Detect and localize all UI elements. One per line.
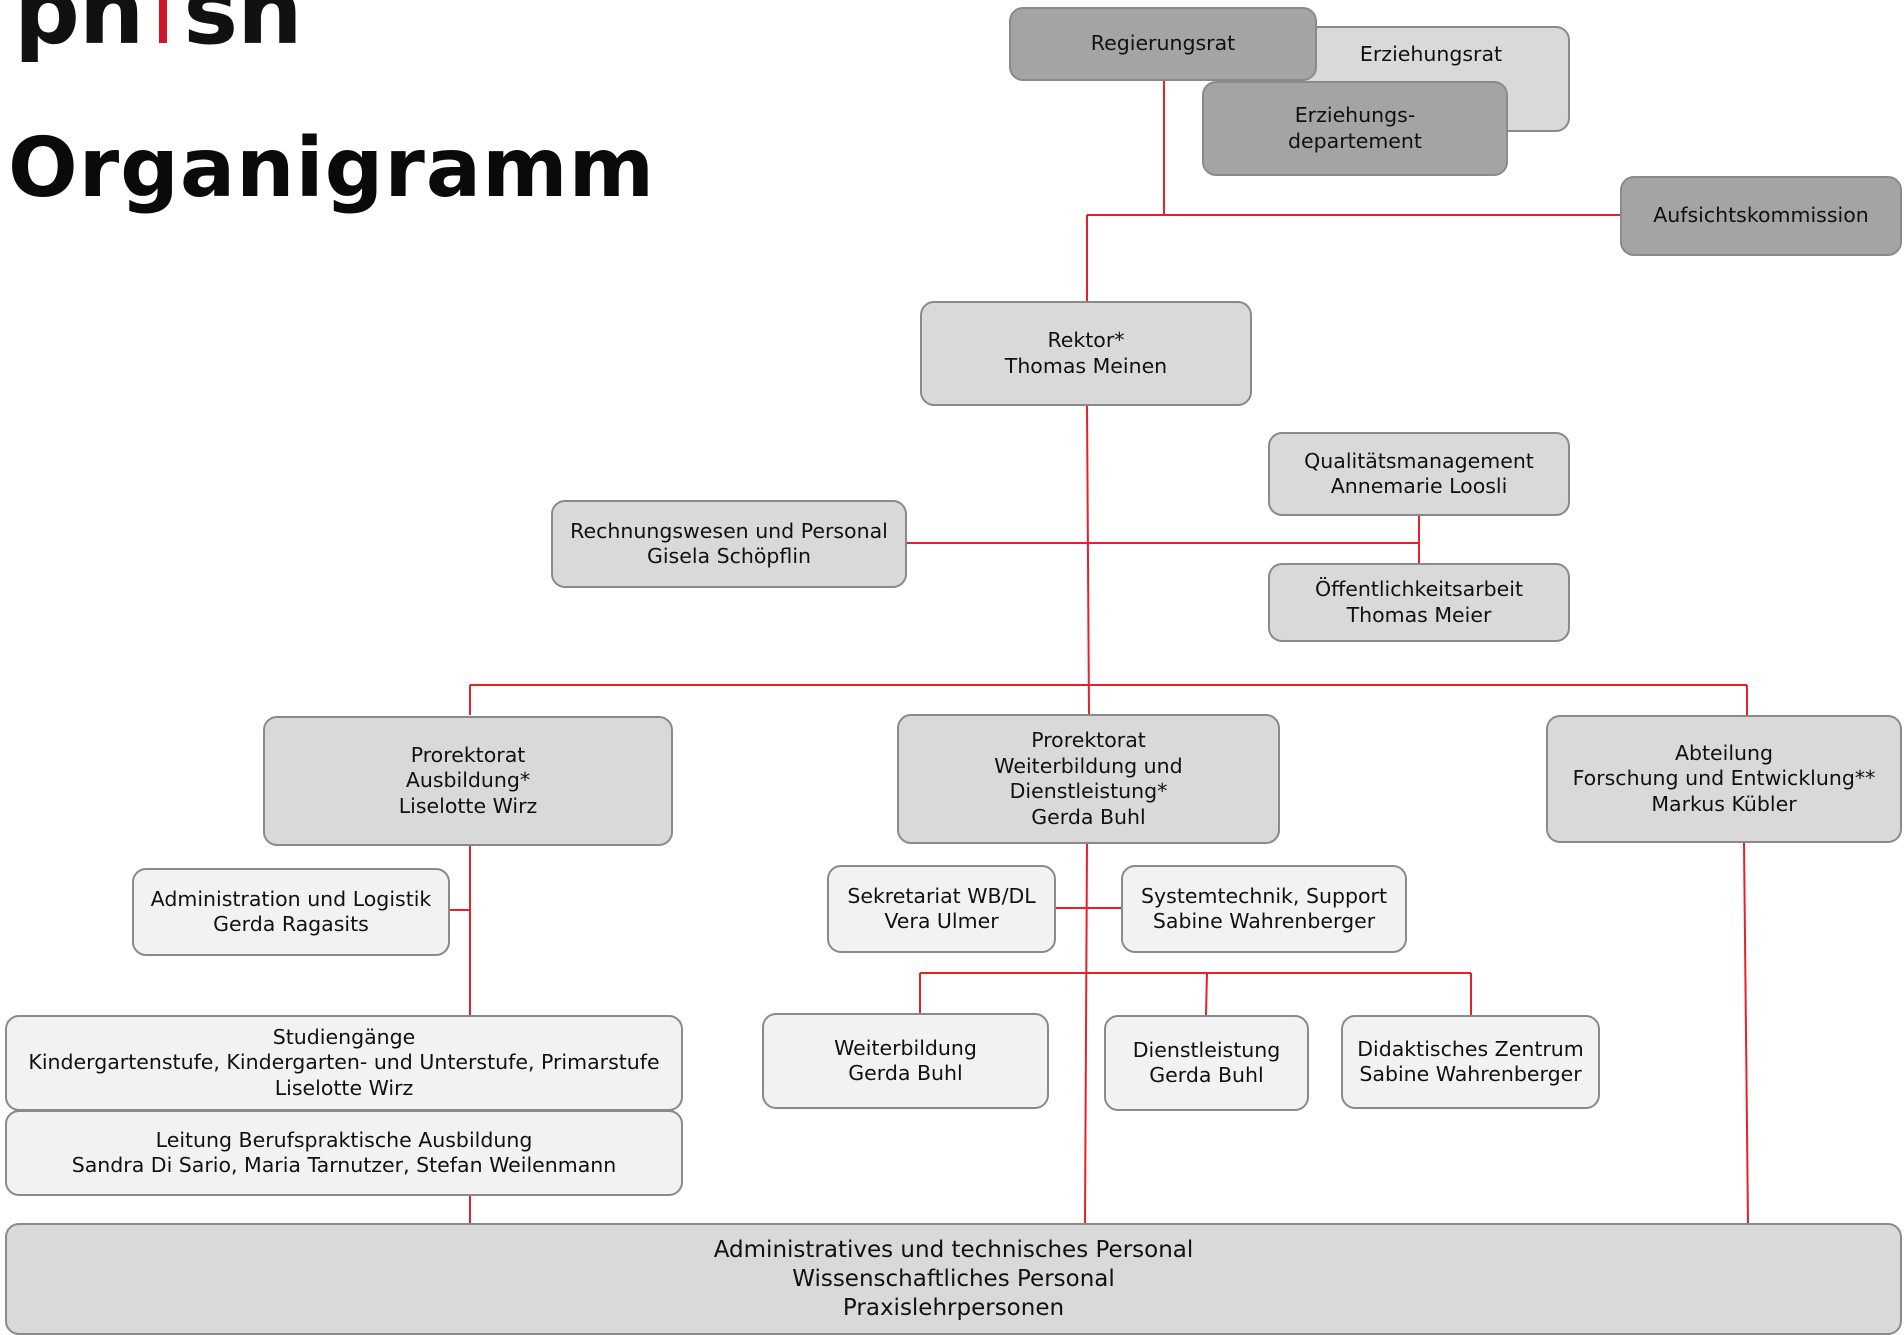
- erziehungsdepartement-line-1: Erziehungs-: [1294, 103, 1416, 127]
- berufspraktische-line-1: Leitung Berufspraktische Ausbildung: [155, 1127, 533, 1152]
- node-weiterbildung: Weiterbildung Gerda Buhl: [762, 1013, 1049, 1109]
- rektor-line-1: Rektor*: [1047, 328, 1125, 352]
- node-qualitaetsmanagement: Qualitätsmanagement Annemarie Loosli: [1268, 432, 1570, 516]
- node-administration-logistik: Administration und Logistik Gerda Ragasi…: [132, 868, 450, 956]
- oeffentlichkeit-line-1: Öffentlichkeitsarbeit: [1314, 577, 1524, 601]
- systemtechnik-line-1: Systemtechnik, Support: [1141, 883, 1387, 908]
- personal-line-3: Praxislehrpersonen: [842, 1294, 1065, 1321]
- node-regierungsrat: Regierungsrat: [1009, 7, 1317, 81]
- prorektorat-weiterbildung-line-2: Weiterbildung und: [994, 753, 1183, 778]
- node-personal: Administratives und technisches Personal…: [5, 1223, 1902, 1335]
- node-rektor: Rektor* Thomas Meinen: [920, 301, 1252, 406]
- regierungsrat-label: Regierungsrat: [1090, 31, 1236, 56]
- abteilung-forschung-line-3: Markus Kübler: [1651, 791, 1797, 816]
- sekretariat-line-2: Vera Ulmer: [884, 909, 999, 933]
- studiengaenge-line-2: Kindergartenstufe, Kindergarten- und Unt…: [28, 1050, 660, 1075]
- abteilung-forschung-line-1: Abteilung: [1674, 740, 1774, 765]
- prorektorat-ausbildung-line-1: Prorektorat: [410, 742, 526, 767]
- qualitaet-line-1: Qualitätsmanagement: [1304, 448, 1534, 473]
- node-dienstleistung: Dienstleistung Gerda Buhl: [1104, 1015, 1309, 1111]
- connector-rektor-trunk: [1086, 404, 1090, 716]
- personal-line-1: Administratives und technisches Personal: [713, 1236, 1194, 1263]
- studiengaenge-line-3: Liselotte Wirz: [274, 1075, 414, 1100]
- dienstleistung-line-1: Dienstleistung: [1132, 1037, 1281, 1062]
- studiengaenge-line-1: Studiengänge: [272, 1024, 416, 1049]
- prorektorat-ausbildung-line-2: Ausbildung*: [405, 768, 531, 793]
- prorektorat-weiterbildung-line-3: Dienstleistung*: [1009, 779, 1168, 803]
- rektor-line-2: Thomas Meinen: [1004, 353, 1168, 378]
- dienstleistung-line-2: Gerda Buhl: [1149, 1063, 1264, 1087]
- page-title: Organigramm: [8, 121, 656, 216]
- node-sekretariat: Sekretariat WB/DL Vera Ulmer: [827, 865, 1056, 953]
- node-studiengaenge: Studiengänge Kindergartenstufe, Kinderga…: [5, 1015, 683, 1111]
- didaktisches-zentrum-line-2: Sabine Wahrenberger: [1359, 1062, 1582, 1086]
- weiterbildung-line-2: Gerda Buhl: [848, 1061, 963, 1085]
- node-oeffentlichkeitsarbeit: Öffentlichkeitsarbeit Thomas Meier: [1268, 563, 1570, 642]
- prorektorat-weiterbildung-line-1: Prorektorat: [1031, 728, 1146, 752]
- administration-line-1: Administration und Logistik: [150, 886, 432, 911]
- rechnungswesen-line-2: Gisela Schöpflin: [646, 544, 812, 568]
- node-erziehungsdepartement: Erziehungs- departement: [1202, 81, 1508, 176]
- rechnungswesen-line-1: Rechnungswesen und Personal: [570, 518, 888, 543]
- connector-to-dienstleistung: [1205, 972, 1208, 1016]
- logo-left-text: ph: [14, 0, 144, 65]
- aufsichtskommission-label: Aufsichtskommission: [1653, 203, 1869, 228]
- logo-right-text: sh: [183, 0, 302, 65]
- erziehungsdepartement-line-2: departement: [1288, 128, 1422, 153]
- systemtechnik-line-2: Sabine Wahrenberger: [1152, 909, 1376, 933]
- node-didaktisches-zentrum: Didaktisches Zentrum Sabine Wahrenberger: [1341, 1015, 1600, 1109]
- personal-line-2: Wissenschaftliches Personal: [792, 1265, 1115, 1292]
- node-rechnungswesen: Rechnungswesen und Personal Gisela Schöp…: [551, 500, 907, 588]
- prorektorat-weiterbildung-line-4: Gerda Buhl: [1031, 804, 1146, 829]
- sekretariat-line-1: Sekretariat WB/DL: [847, 883, 1036, 908]
- logo-separator: [159, 0, 168, 43]
- node-systemtechnik: Systemtechnik, Support Sabine Wahrenberg…: [1121, 865, 1407, 953]
- oeffentlichkeit-line-2: Thomas Meier: [1346, 602, 1492, 627]
- node-prorektorat-weiterbildung: Prorektorat Weiterbildung und Dienstleis…: [897, 714, 1280, 844]
- node-prorektorat-ausbildung: Prorektorat Ausbildung* Liselotte Wirz: [263, 716, 673, 846]
- node-aufsichtskommission: Aufsichtskommission: [1620, 176, 1902, 256]
- connector-weiterbildung-trunk: [1084, 842, 1088, 1224]
- qualitaet-line-2: Annemarie Loosli: [1330, 474, 1508, 498]
- prorektorat-ausbildung-line-3: Liselotte Wirz: [398, 793, 538, 818]
- erziehungsrat-label: Erziehungsrat: [1359, 42, 1503, 66]
- connector-forschung-to-personal: [1743, 842, 1749, 1224]
- abteilung-forschung-line-2: Forschung und Entwicklung**: [1572, 766, 1876, 791]
- node-berufspraktische-ausbildung: Leitung Berufspraktische Ausbildung Sand…: [5, 1110, 683, 1196]
- didaktisches-zentrum-line-1: Didaktisches Zentrum: [1357, 1036, 1584, 1061]
- weiterbildung-line-1: Weiterbildung: [834, 1035, 977, 1060]
- node-abteilung-forschung: Abteilung Forschung und Entwicklung** Ma…: [1546, 715, 1902, 843]
- berufspraktische-line-2: Sandra Di Sario, Maria Tarnutzer, Stefan…: [71, 1153, 617, 1177]
- administration-line-2: Gerda Ragasits: [213, 912, 369, 936]
